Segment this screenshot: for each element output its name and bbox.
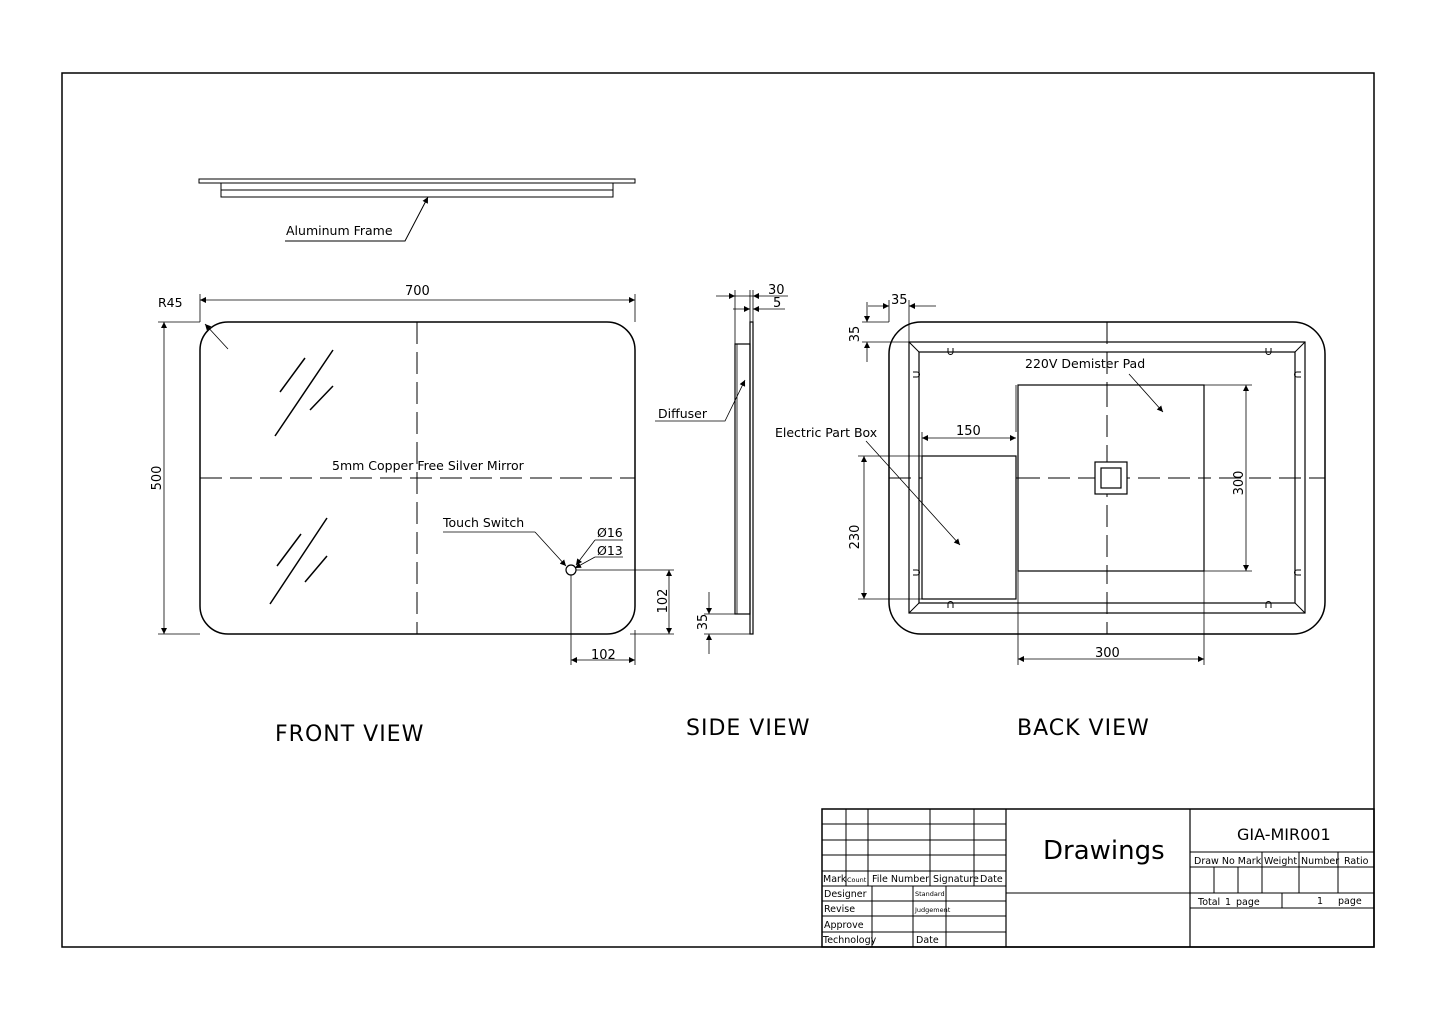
d16-label: Ø16 [597,525,623,540]
aluminum-frame-label: Aluminum Frame [286,223,393,238]
tb-mark: Mark [823,874,847,885]
tb-standard: Standard [915,890,945,898]
dim-30: 30 [768,283,785,298]
dim-300-horizontal: 300 [1095,646,1120,661]
tb-page-1: page [1236,897,1260,908]
tb-total: Total [1197,897,1220,908]
dim-35-back-horizontal: 35 [891,293,908,308]
tb-page-2: page [1338,896,1362,907]
tb-designer: Designer [824,889,867,900]
back-view [858,300,1326,665]
tb-date2: Date [916,935,939,946]
frame-top-view [198,178,636,242]
tb-date: Date [980,874,1003,885]
mirror-label: 5mm Copper Free Silver Mirror [332,458,525,473]
dim-150: 150 [956,424,981,439]
tb-signature: Signature [933,874,979,885]
dim-700: 700 [405,284,430,299]
front-view-title: FRONT VIEW [275,722,424,747]
dim-300-vertical: 300 [1232,471,1247,496]
dim-102-horizontal: 102 [591,648,616,663]
dim-230: 230 [848,525,863,550]
tb-technology: Technology [822,935,877,946]
dim-35-back-vertical: 35 [848,326,863,343]
drawing-border [61,72,1375,948]
tb-judgement: Judgement [914,906,951,914]
diffuser-label: Diffuser [658,406,708,421]
d13-label: Ø13 [597,543,623,558]
touch-switch-label: Touch Switch [442,515,524,530]
tb-page-number: 1 [1317,896,1323,907]
front-view [158,294,674,665]
dim-5: 5 [773,296,781,311]
tb-number: Number [1301,856,1339,867]
dim-102-vertical: 102 [656,589,671,614]
back-view-title: BACK VIEW [1017,716,1150,741]
tb-approve: Approve [824,920,864,931]
tb-draw-no-mark: Draw No Mark [1194,856,1262,867]
side-view-title: SIDE VIEW [686,716,810,741]
dim-35-side: 35 [696,614,711,631]
tb-ratio: Ratio [1344,856,1369,867]
tb-weight: Weight [1264,856,1297,867]
tb-drawing-name: Drawings [1043,836,1165,866]
tb-revise: Revise [824,904,855,915]
side-view [655,290,788,654]
tb-file-number: File Number [872,874,929,885]
tb-drawing-code: GIA-MIR001 [1237,825,1331,844]
dim-500: 500 [150,466,165,491]
demister-pad-label: 220V Demister Pad [1025,356,1145,371]
tb-count: Count [847,876,867,884]
electric-box-label: Electric Part Box [775,425,877,440]
tb-total-count: 1 [1225,897,1231,908]
title-block [821,808,1375,948]
r45-label: R45 [158,295,183,310]
